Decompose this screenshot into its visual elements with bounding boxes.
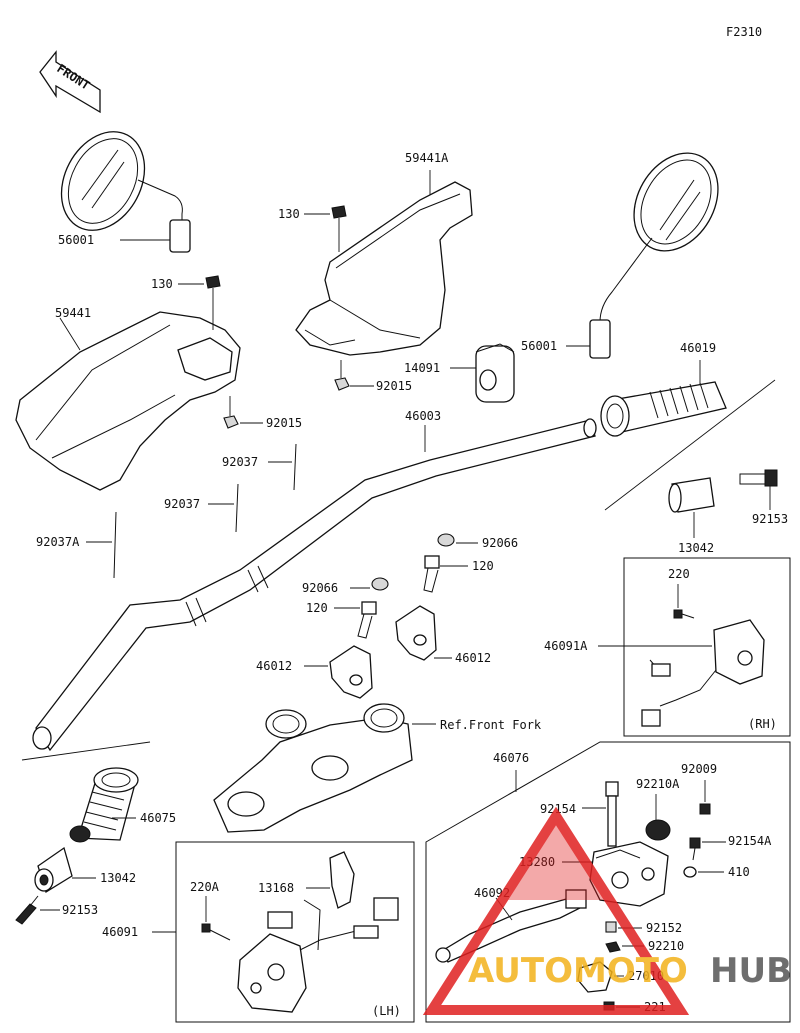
- bolt-120-upper: [423, 555, 468, 593]
- label-120-upper: 120: [472, 559, 494, 573]
- svg-text:AUTOMOTO: AUTOMOTO: [468, 951, 688, 991]
- label-130-lower: 130: [151, 277, 173, 291]
- label-92015-right: 92015: [376, 379, 412, 393]
- label-92152: 92152: [646, 921, 682, 935]
- label-120-lower: 120: [306, 601, 328, 615]
- label-13042-right: 13042: [678, 541, 714, 555]
- bolt-92153-right: [739, 469, 778, 510]
- mirror-left: [60, 131, 191, 253]
- part-14091: [450, 343, 515, 403]
- label-92154A: 92154A: [728, 834, 772, 848]
- screw-92009: [699, 780, 711, 815]
- cap-92066-upper: [437, 533, 478, 547]
- bar-end-left: [34, 846, 96, 893]
- label-46075: 46075: [140, 811, 176, 825]
- label-46091A: 46091A: [544, 639, 588, 653]
- label-46003: 46003: [405, 409, 441, 423]
- label-92153-right: 92153: [752, 512, 788, 526]
- nut-92015-right: [334, 360, 374, 391]
- clamp-46012-left: [304, 645, 373, 699]
- label-56001-right: 56001: [521, 339, 557, 353]
- label-220: 220: [668, 567, 690, 581]
- bolt-92154A: [689, 837, 726, 861]
- label-46076: 46076: [493, 751, 529, 765]
- cap-92066-lower: [350, 577, 389, 591]
- handlebar: [32, 418, 597, 752]
- label-92210A: 92210A: [636, 777, 680, 791]
- bolt-92154: [582, 781, 619, 847]
- clutch-holder: [589, 841, 669, 907]
- bar-end-right: [668, 477, 715, 538]
- box-clutch-assembly: [425, 741, 791, 1023]
- left-grip: [69, 767, 139, 843]
- label-92009: 92009: [681, 762, 717, 776]
- nut-92015-left: [223, 396, 263, 429]
- assembly-line-left: [21, 741, 151, 761]
- label-rh: (RH): [748, 717, 777, 731]
- clip-92037A: [86, 511, 117, 579]
- bolt-130-lower: [178, 275, 221, 330]
- svg-text:HUB: HUB: [710, 951, 792, 991]
- figure-code: F2310: [726, 25, 762, 39]
- label-14091: 14091: [404, 361, 440, 375]
- cover-92210A: [645, 794, 671, 841]
- label-46019: 46019: [680, 341, 716, 355]
- label-220A: 220A: [190, 880, 220, 894]
- label-46012-left: 46012: [256, 659, 292, 673]
- assembly-line-right: [604, 379, 776, 511]
- screw-220A: [201, 896, 231, 941]
- switch-46091A: [598, 619, 765, 727]
- label-46012-right: 46012: [455, 651, 491, 665]
- upper-triple-clamp: [213, 703, 436, 833]
- label-92015-left: 92015: [266, 416, 302, 430]
- mirror-right: [566, 152, 719, 359]
- label-92154: 92154: [540, 802, 576, 816]
- automotohub-watermark: AUTOMOTO HUB: [422, 806, 792, 1015]
- washer-410: [683, 866, 724, 878]
- switch-27010: [577, 961, 624, 993]
- front-arrow: FRONT: [39, 50, 101, 114]
- clip-92037-upper: [268, 443, 297, 491]
- bolt-92153-left: [15, 895, 60, 925]
- label-56001-left: 56001: [58, 233, 94, 247]
- label-lh: (LH): [372, 1004, 401, 1018]
- label-46091: 46091: [102, 925, 138, 939]
- label-130-upper: 130: [278, 207, 300, 221]
- label-92066-lower: 92066: [302, 581, 338, 595]
- label-410: 410: [728, 865, 750, 879]
- label-13168: 13168: [258, 881, 294, 895]
- bolt-130-upper: [304, 205, 347, 252]
- handguard-right: [295, 170, 473, 356]
- screw-220: [673, 584, 695, 619]
- label-92153-left: 92153: [62, 903, 98, 917]
- throttle-grip: [600, 360, 727, 437]
- label-92210: 92210: [648, 939, 684, 953]
- handguard-left: [15, 311, 241, 491]
- label-92037-lower: 92037: [164, 497, 200, 511]
- label-92037A: 92037A: [36, 535, 80, 549]
- label-92066-upper: 92066: [482, 536, 518, 550]
- label-ref-front-fork: Ref.Front Fork: [440, 718, 542, 732]
- label-92037-upper: 92037: [222, 455, 258, 469]
- clamp-46012-right: [395, 605, 452, 661]
- part-13168: [306, 851, 355, 909]
- box-rh-switch: [623, 557, 791, 737]
- label-59441A: 59441A: [405, 151, 449, 165]
- label-59441: 59441: [55, 306, 91, 320]
- switch-46091: [152, 897, 399, 1013]
- bolt-120-lower: [334, 601, 377, 639]
- label-13042-left: 13042: [100, 871, 136, 885]
- clip-92037-lower: [208, 483, 239, 533]
